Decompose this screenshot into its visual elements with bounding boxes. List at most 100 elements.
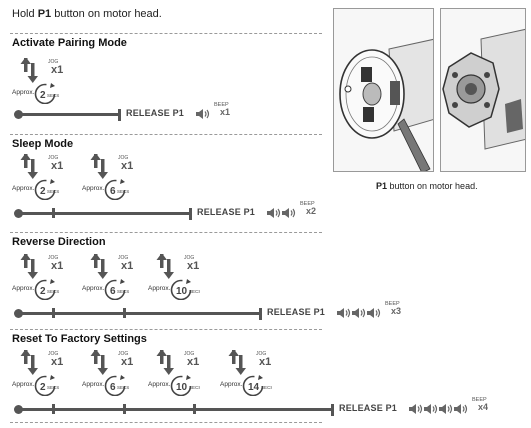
svg-text:SECS: SECS [189, 289, 200, 294]
jog-count: x1 [51, 356, 63, 368]
motor-head-side-photo [440, 8, 526, 172]
section-divider [10, 134, 322, 135]
timeline-end-tick [259, 308, 262, 320]
jog-label: JOG [118, 351, 128, 357]
jog-label: JOG [48, 351, 58, 357]
svg-text:SECS: SECS [47, 189, 59, 194]
up-down-arrows-icon [228, 350, 246, 375]
approx-label: Approx. [12, 381, 35, 388]
jog-count: x1 [187, 356, 199, 368]
jog-label: JOG [48, 59, 58, 65]
up-down-arrows-icon [156, 254, 174, 279]
svg-text:SECS: SECS [261, 385, 272, 390]
speaker-icon [267, 208, 281, 218]
section-divider [10, 329, 322, 330]
approx-label: Approx. [148, 381, 171, 388]
svg-text:SECS: SECS [117, 385, 129, 390]
release-p1-label: RELEASE P1 [267, 307, 326, 317]
speaker-icon [424, 404, 438, 414]
motor-head-photo [333, 8, 434, 172]
svg-text:2: 2 [40, 90, 46, 101]
timeline-tick [123, 308, 126, 318]
speaker-icon [439, 404, 453, 414]
speaker-icon [454, 404, 468, 414]
up-down-arrows-icon [156, 350, 174, 375]
section-title: Reset To Factory Settings [12, 333, 147, 345]
svg-text:2: 2 [40, 286, 46, 297]
jog-label: JOG [118, 255, 128, 261]
approx-label: Approx. [220, 381, 243, 388]
beep-multiplier: x3 [391, 305, 402, 316]
beep-multiplier: x1 [220, 106, 231, 117]
approx-label: Approx. [12, 285, 35, 292]
speaker-icon [196, 109, 210, 119]
speaker-icon [337, 308, 351, 318]
jog-label: JOG [184, 351, 194, 357]
photo-caption: P1 button on motor head. [376, 181, 478, 191]
svg-text:10: 10 [176, 286, 188, 297]
section-title: Sleep Mode [12, 138, 74, 150]
jog-count: x1 [187, 260, 199, 272]
release-p1-label: RELEASE P1 [197, 207, 256, 217]
up-down-arrows-icon [90, 154, 108, 179]
up-down-arrows-icon [90, 254, 108, 279]
approx-label: Approx. [148, 285, 171, 292]
up-down-arrows-icon [20, 254, 38, 279]
speaker-icon [367, 308, 381, 318]
p1-label: P1 [37, 8, 52, 20]
jog-count: x1 [121, 160, 133, 172]
svg-text:SECS: SECS [47, 289, 59, 294]
section-divider [10, 422, 322, 423]
timeline-tick [52, 208, 55, 218]
jog-count: x1 [259, 356, 271, 368]
svg-text:SECS: SECS [47, 93, 59, 98]
jog-label: JOG [48, 155, 58, 161]
speaker-icon [282, 208, 296, 218]
svg-text:6: 6 [110, 186, 116, 197]
svg-text:6: 6 [110, 382, 116, 393]
timeline-tick [52, 308, 55, 318]
up-down-arrows-icon [20, 58, 38, 83]
timeline-tick [193, 404, 196, 414]
jog-count: x1 [121, 260, 133, 272]
jog-count: x1 [121, 356, 133, 368]
approx-label: Approx. [82, 381, 105, 388]
svg-text:2: 2 [40, 382, 46, 393]
beep-label: BEEP [300, 201, 315, 207]
timeline-line [18, 212, 189, 215]
jog-count: x1 [51, 64, 63, 76]
beep-multiplier: x2 [306, 205, 317, 216]
section-title: Activate Pairing Mode [12, 37, 127, 49]
svg-text:14: 14 [248, 382, 260, 393]
svg-text:SECS: SECS [47, 385, 59, 390]
approx-label: Approx. [12, 185, 35, 192]
intro-text: Hold P1 button on motor head. [12, 8, 162, 20]
section-divider [10, 33, 322, 34]
timeline-end-tick [118, 109, 121, 121]
svg-text:SECS: SECS [189, 385, 200, 390]
timeline-end-tick [189, 208, 192, 220]
timeline-end-tick [331, 404, 334, 416]
jog-count: x1 [51, 160, 63, 172]
approx-label: Approx. [82, 185, 105, 192]
up-down-arrows-icon [20, 154, 38, 179]
svg-text:SECS: SECS [117, 189, 129, 194]
